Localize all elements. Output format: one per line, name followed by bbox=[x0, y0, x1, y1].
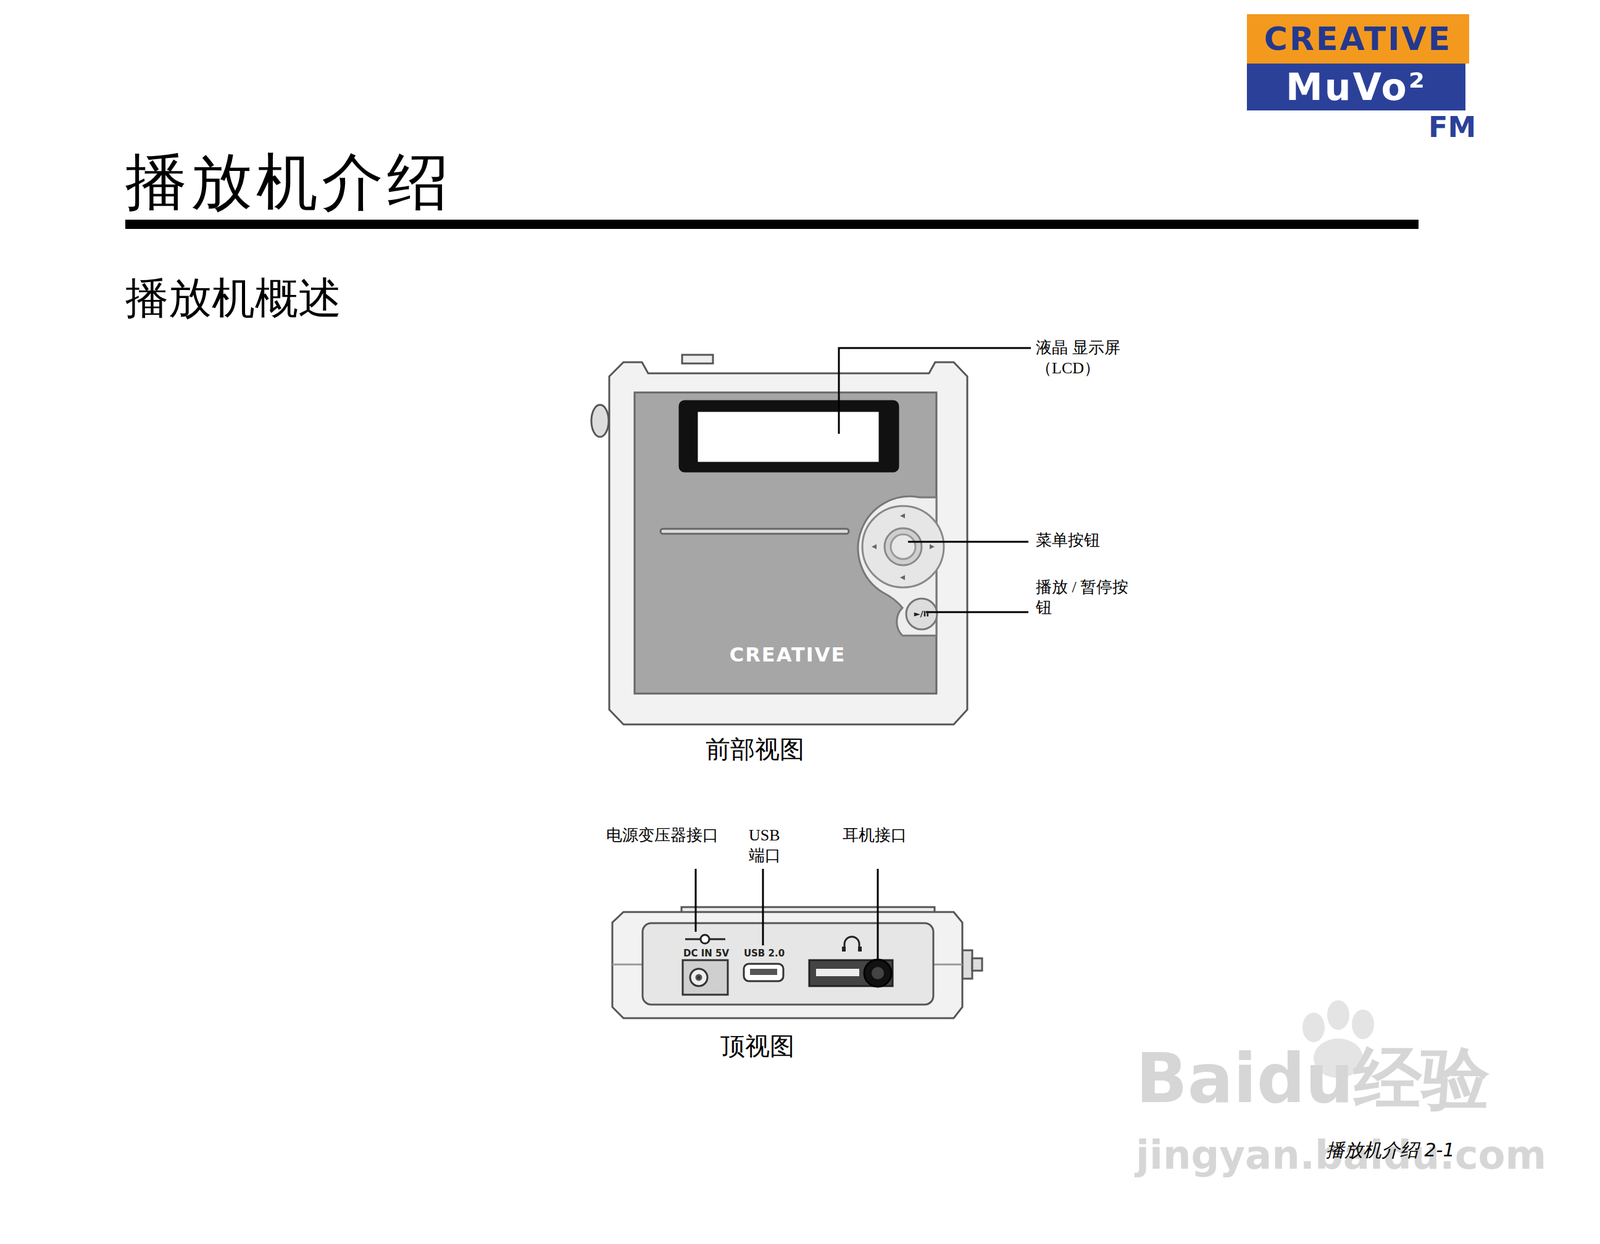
callout-label: 电源变压器接口 bbox=[606, 825, 719, 847]
callout-label: 菜单按钮 bbox=[1035, 530, 1100, 552]
callout-label: USB 端口 bbox=[748, 825, 792, 867]
page-title: 播放机介绍 bbox=[125, 143, 453, 221]
leader-line bbox=[838, 348, 1031, 613]
callout-label: 液晶 显示屏 （LCD） bbox=[1035, 338, 1166, 379]
button-symbol: ►/II bbox=[914, 609, 930, 620]
top-view bbox=[612, 907, 983, 1019]
logo-text: MuVo² bbox=[1285, 65, 1427, 109]
section-heading: 播放机概述 bbox=[125, 271, 342, 326]
view-caption: 前部视图 bbox=[705, 734, 805, 766]
view-caption: 顶视图 bbox=[720, 1031, 795, 1063]
watermark: Baidu经验 bbox=[1135, 1037, 1490, 1123]
logo-text: CREATIVE bbox=[1264, 20, 1453, 58]
port-marking: DC IN 5V bbox=[683, 948, 730, 960]
leader-line bbox=[695, 869, 878, 960]
callout-label: 播放 / 暂停按 钮 bbox=[1035, 577, 1142, 618]
logo-band: MuVo² bbox=[1246, 63, 1466, 111]
front-view bbox=[591, 354, 968, 725]
device-logo: CREATIVE bbox=[729, 642, 847, 668]
page-footer: 播放机介绍 2-1 bbox=[1325, 1138, 1455, 1163]
port-marking: USB 2.0 bbox=[743, 948, 785, 960]
logo-band: CREATIVE bbox=[1246, 14, 1470, 64]
callout-label: 耳机接口 bbox=[842, 825, 907, 847]
logo-fm: FM bbox=[1428, 109, 1476, 146]
title-rule bbox=[125, 219, 1419, 230]
